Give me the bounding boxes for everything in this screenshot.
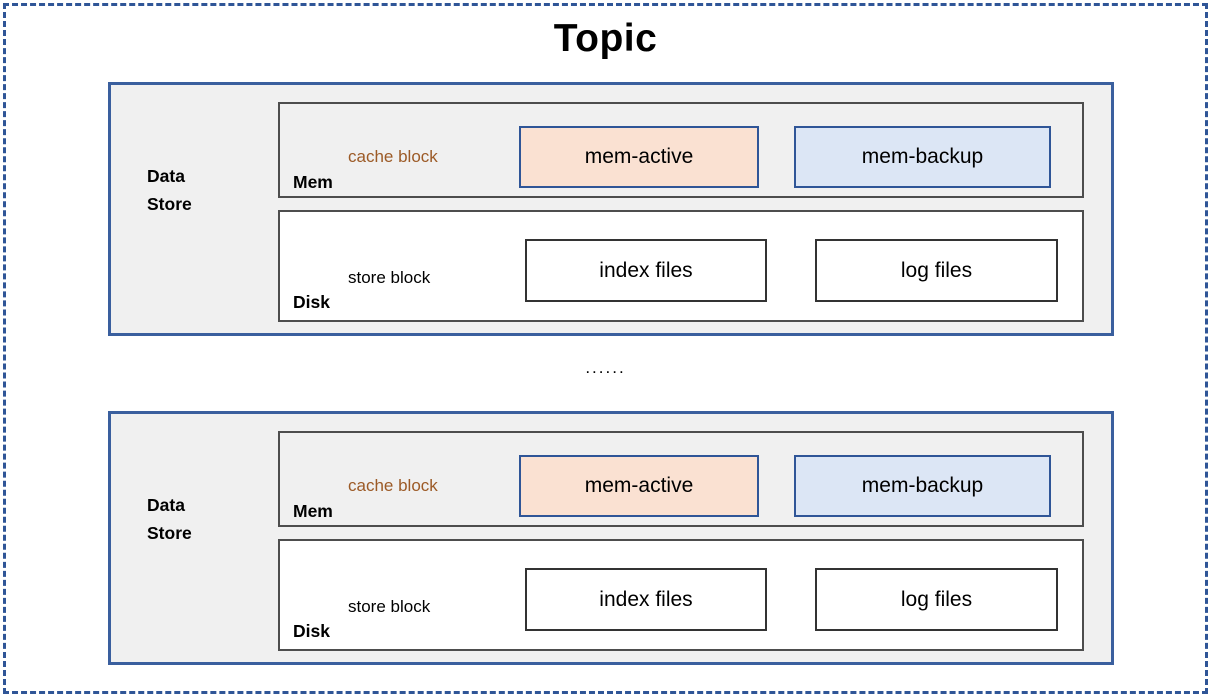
cache-block-caption: cache block <box>348 147 438 166</box>
tier-name-disk: Disk <box>293 621 330 641</box>
disk-tier-panel: Disk store block index files log files <box>278 210 1084 322</box>
ellipsis-divider: ...... <box>585 358 626 377</box>
index-files-box[interactable]: index files <box>525 239 767 302</box>
mem-backup-box[interactable]: mem-backup <box>794 126 1051 188</box>
index-files-box[interactable]: index files <box>525 568 767 631</box>
data-store-block: Data Store Mem cache block mem-active me… <box>108 82 1114 336</box>
data-store-label-line1: Data <box>147 495 185 515</box>
tier-name-mem: Mem <box>293 172 333 192</box>
mem-active-box[interactable]: mem-active <box>519 126 759 188</box>
data-store-block: Data Store Mem cache block mem-active me… <box>108 411 1114 665</box>
data-store-label: Data Store <box>147 491 257 547</box>
tier-name-disk: Disk <box>293 292 330 312</box>
tier-name-mem: Mem <box>293 501 333 521</box>
mem-active-box[interactable]: mem-active <box>519 455 759 517</box>
data-store-label-line2: Store <box>147 194 192 214</box>
log-files-box[interactable]: log files <box>815 239 1058 302</box>
data-store-label-line1: Data <box>147 166 185 186</box>
mem-tier-panel: Mem cache block mem-active mem-backup <box>278 102 1084 198</box>
page-title: Topic <box>553 17 658 60</box>
mem-backup-box[interactable]: mem-backup <box>794 455 1051 517</box>
store-block-caption: store block <box>348 268 431 287</box>
mem-tier-panel: Mem cache block mem-active mem-backup <box>278 431 1084 527</box>
store-block-caption: store block <box>348 597 431 616</box>
data-store-label: Data Store <box>147 162 257 218</box>
data-store-label-line2: Store <box>147 523 192 543</box>
disk-tier-panel: Disk store block index files log files <box>278 539 1084 651</box>
log-files-box[interactable]: log files <box>815 568 1058 631</box>
cache-block-caption: cache block <box>348 476 438 495</box>
